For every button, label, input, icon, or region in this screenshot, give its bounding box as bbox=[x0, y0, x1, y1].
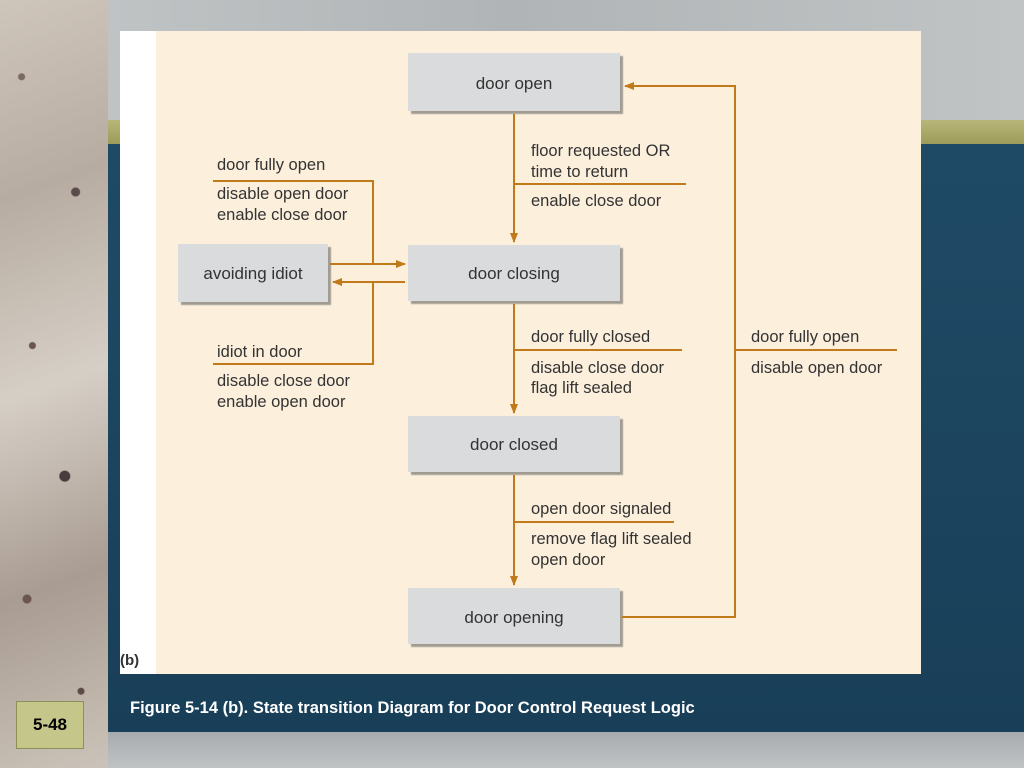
figure-sublabel: (b) bbox=[120, 652, 140, 669]
transition-arrow-avoid-closing bbox=[213, 180, 406, 268]
transition-action: disable close door bbox=[531, 359, 665, 377]
background-bottom-band bbox=[0, 732, 1024, 768]
state-door-open: door open bbox=[408, 53, 620, 111]
transition-arrow-closing-avoid bbox=[213, 281, 405, 365]
figure-caption: Figure 5-14 (b). State transition Diagra… bbox=[130, 699, 695, 717]
state-door-closing: door closing bbox=[408, 245, 620, 301]
transition-arrow-opening-open bbox=[622, 82, 736, 618]
diagram-panel bbox=[156, 31, 921, 674]
transition-event: floor requested OR bbox=[531, 142, 670, 160]
state-label: door open bbox=[476, 74, 553, 93]
transition-event: time to return bbox=[531, 163, 628, 181]
state-label: door opening bbox=[464, 608, 563, 627]
transition-action: disable open door bbox=[751, 359, 883, 377]
transition-event: door fully open bbox=[217, 156, 325, 174]
transition-action: open door bbox=[531, 551, 606, 569]
transition-action: disable open door bbox=[217, 185, 349, 203]
transition-action: disable close door bbox=[217, 372, 351, 390]
state-label: door closing bbox=[468, 264, 560, 283]
transition-event: idiot in door bbox=[217, 343, 303, 361]
transition-event: open door signaled bbox=[531, 500, 671, 518]
state-label: door closed bbox=[470, 435, 558, 454]
figure-margin bbox=[120, 31, 156, 674]
transition-action: flag lift sealed bbox=[531, 379, 632, 397]
state-avoiding-idiot: avoiding idiot bbox=[178, 244, 328, 302]
marble-strip bbox=[0, 0, 108, 768]
transition-action: enable close door bbox=[531, 192, 662, 210]
transition-action: enable close door bbox=[217, 206, 348, 224]
transition-action: enable open door bbox=[217, 393, 346, 411]
state-door-opening: door opening bbox=[408, 588, 620, 644]
transition-action: remove flag lift sealed bbox=[531, 530, 692, 548]
transition-event: door fully closed bbox=[531, 328, 650, 346]
state-door-closed: door closed bbox=[408, 416, 620, 472]
page-number-badge: 5-48 bbox=[16, 701, 84, 749]
state-label: avoiding idiot bbox=[203, 264, 303, 283]
transition-event: door fully open bbox=[751, 328, 859, 346]
